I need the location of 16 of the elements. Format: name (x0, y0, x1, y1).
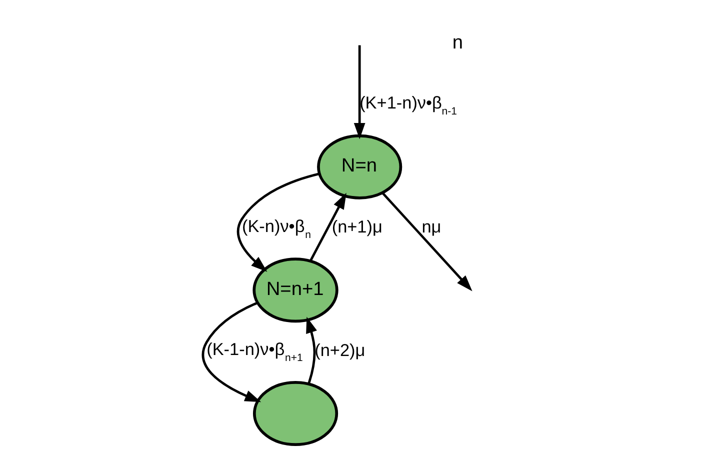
edge-label: nμ (421, 216, 441, 237)
node-circle (252, 381, 338, 446)
edge-label: (n+2)μ (314, 340, 365, 360)
edge-label: (n+1)μ (331, 216, 382, 237)
arrow (306, 316, 316, 384)
arrow (308, 192, 346, 262)
edge-label: (K-n)ν•β$_{n}$ (241, 216, 310, 241)
arrow (236, 172, 320, 272)
node-ellipse: N=n (316, 134, 402, 200)
arrow (381, 192, 472, 292)
arrow (201, 302, 261, 402)
edge-label: (K-1-n)ν•β$_{n+1}$ (206, 339, 302, 364)
node-ellipse: N=n+1 (252, 258, 338, 323)
arrow (353, 45, 365, 140)
label: n (452, 32, 462, 54)
edge-label: (K+1-n)ν•β$_{n-1}$ (359, 92, 456, 118)
